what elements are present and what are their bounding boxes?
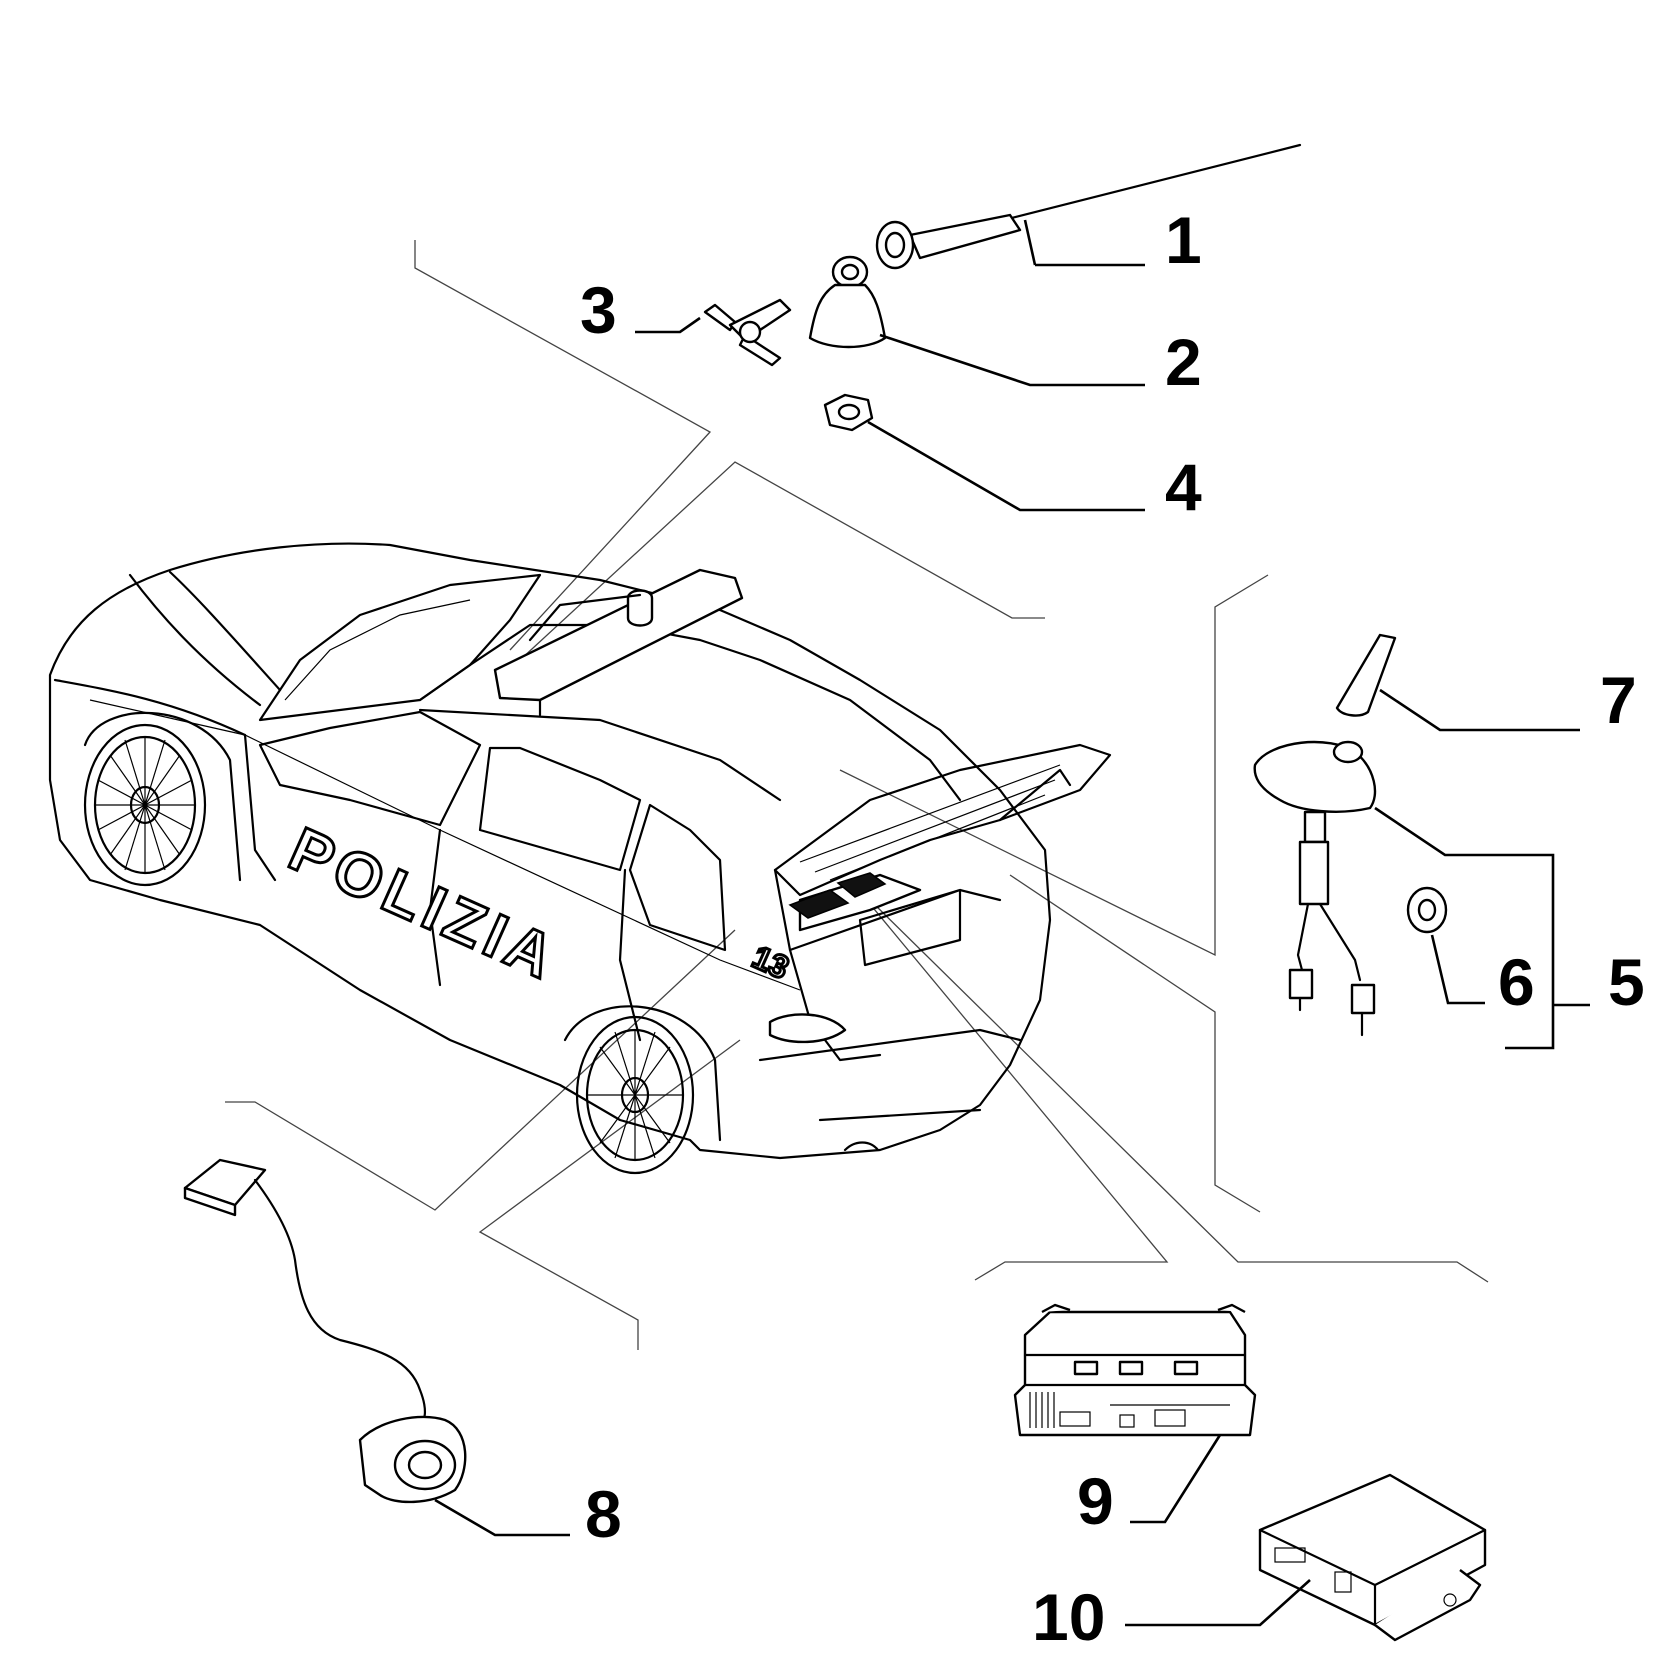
callout-10: 10 — [1032, 1580, 1105, 1654]
callout-7: 7 — [1600, 663, 1637, 737]
part-5-antenna-assembly: 6 5 — [1253, 740, 1645, 1050]
part-3-wing-bolt: 3 — [580, 273, 792, 367]
callout-2: 2 — [1165, 325, 1202, 399]
callout-3: 3 — [580, 273, 617, 347]
callout-4: 4 — [1165, 450, 1202, 524]
part-2-antenna-base: 2 — [808, 255, 1202, 399]
part-8-camera: 8 — [183, 1158, 622, 1551]
guide-lines — [225, 240, 1489, 1350]
part-4-nut: 4 — [823, 393, 1202, 524]
callout-5: 5 — [1608, 945, 1645, 1019]
part-9-radio-unit: 9 — [1013, 1303, 1257, 1538]
part-1-antenna-rod: 1 — [875, 143, 1302, 277]
callout-9: 9 — [1077, 1464, 1114, 1538]
car-fender-number: 13 — [747, 939, 794, 986]
callout-6: 6 — [1498, 945, 1535, 1019]
callout-8: 8 — [585, 1477, 622, 1551]
part-7-antenna-stub: 7 — [1335, 633, 1637, 737]
car-door-text: POLIZIA — [279, 815, 569, 995]
part-10-control-module: 10 — [1032, 1473, 1487, 1654]
police-car-illustration: POLIZIA 13 — [48, 542, 1112, 1175]
callout-1: 1 — [1165, 203, 1202, 277]
